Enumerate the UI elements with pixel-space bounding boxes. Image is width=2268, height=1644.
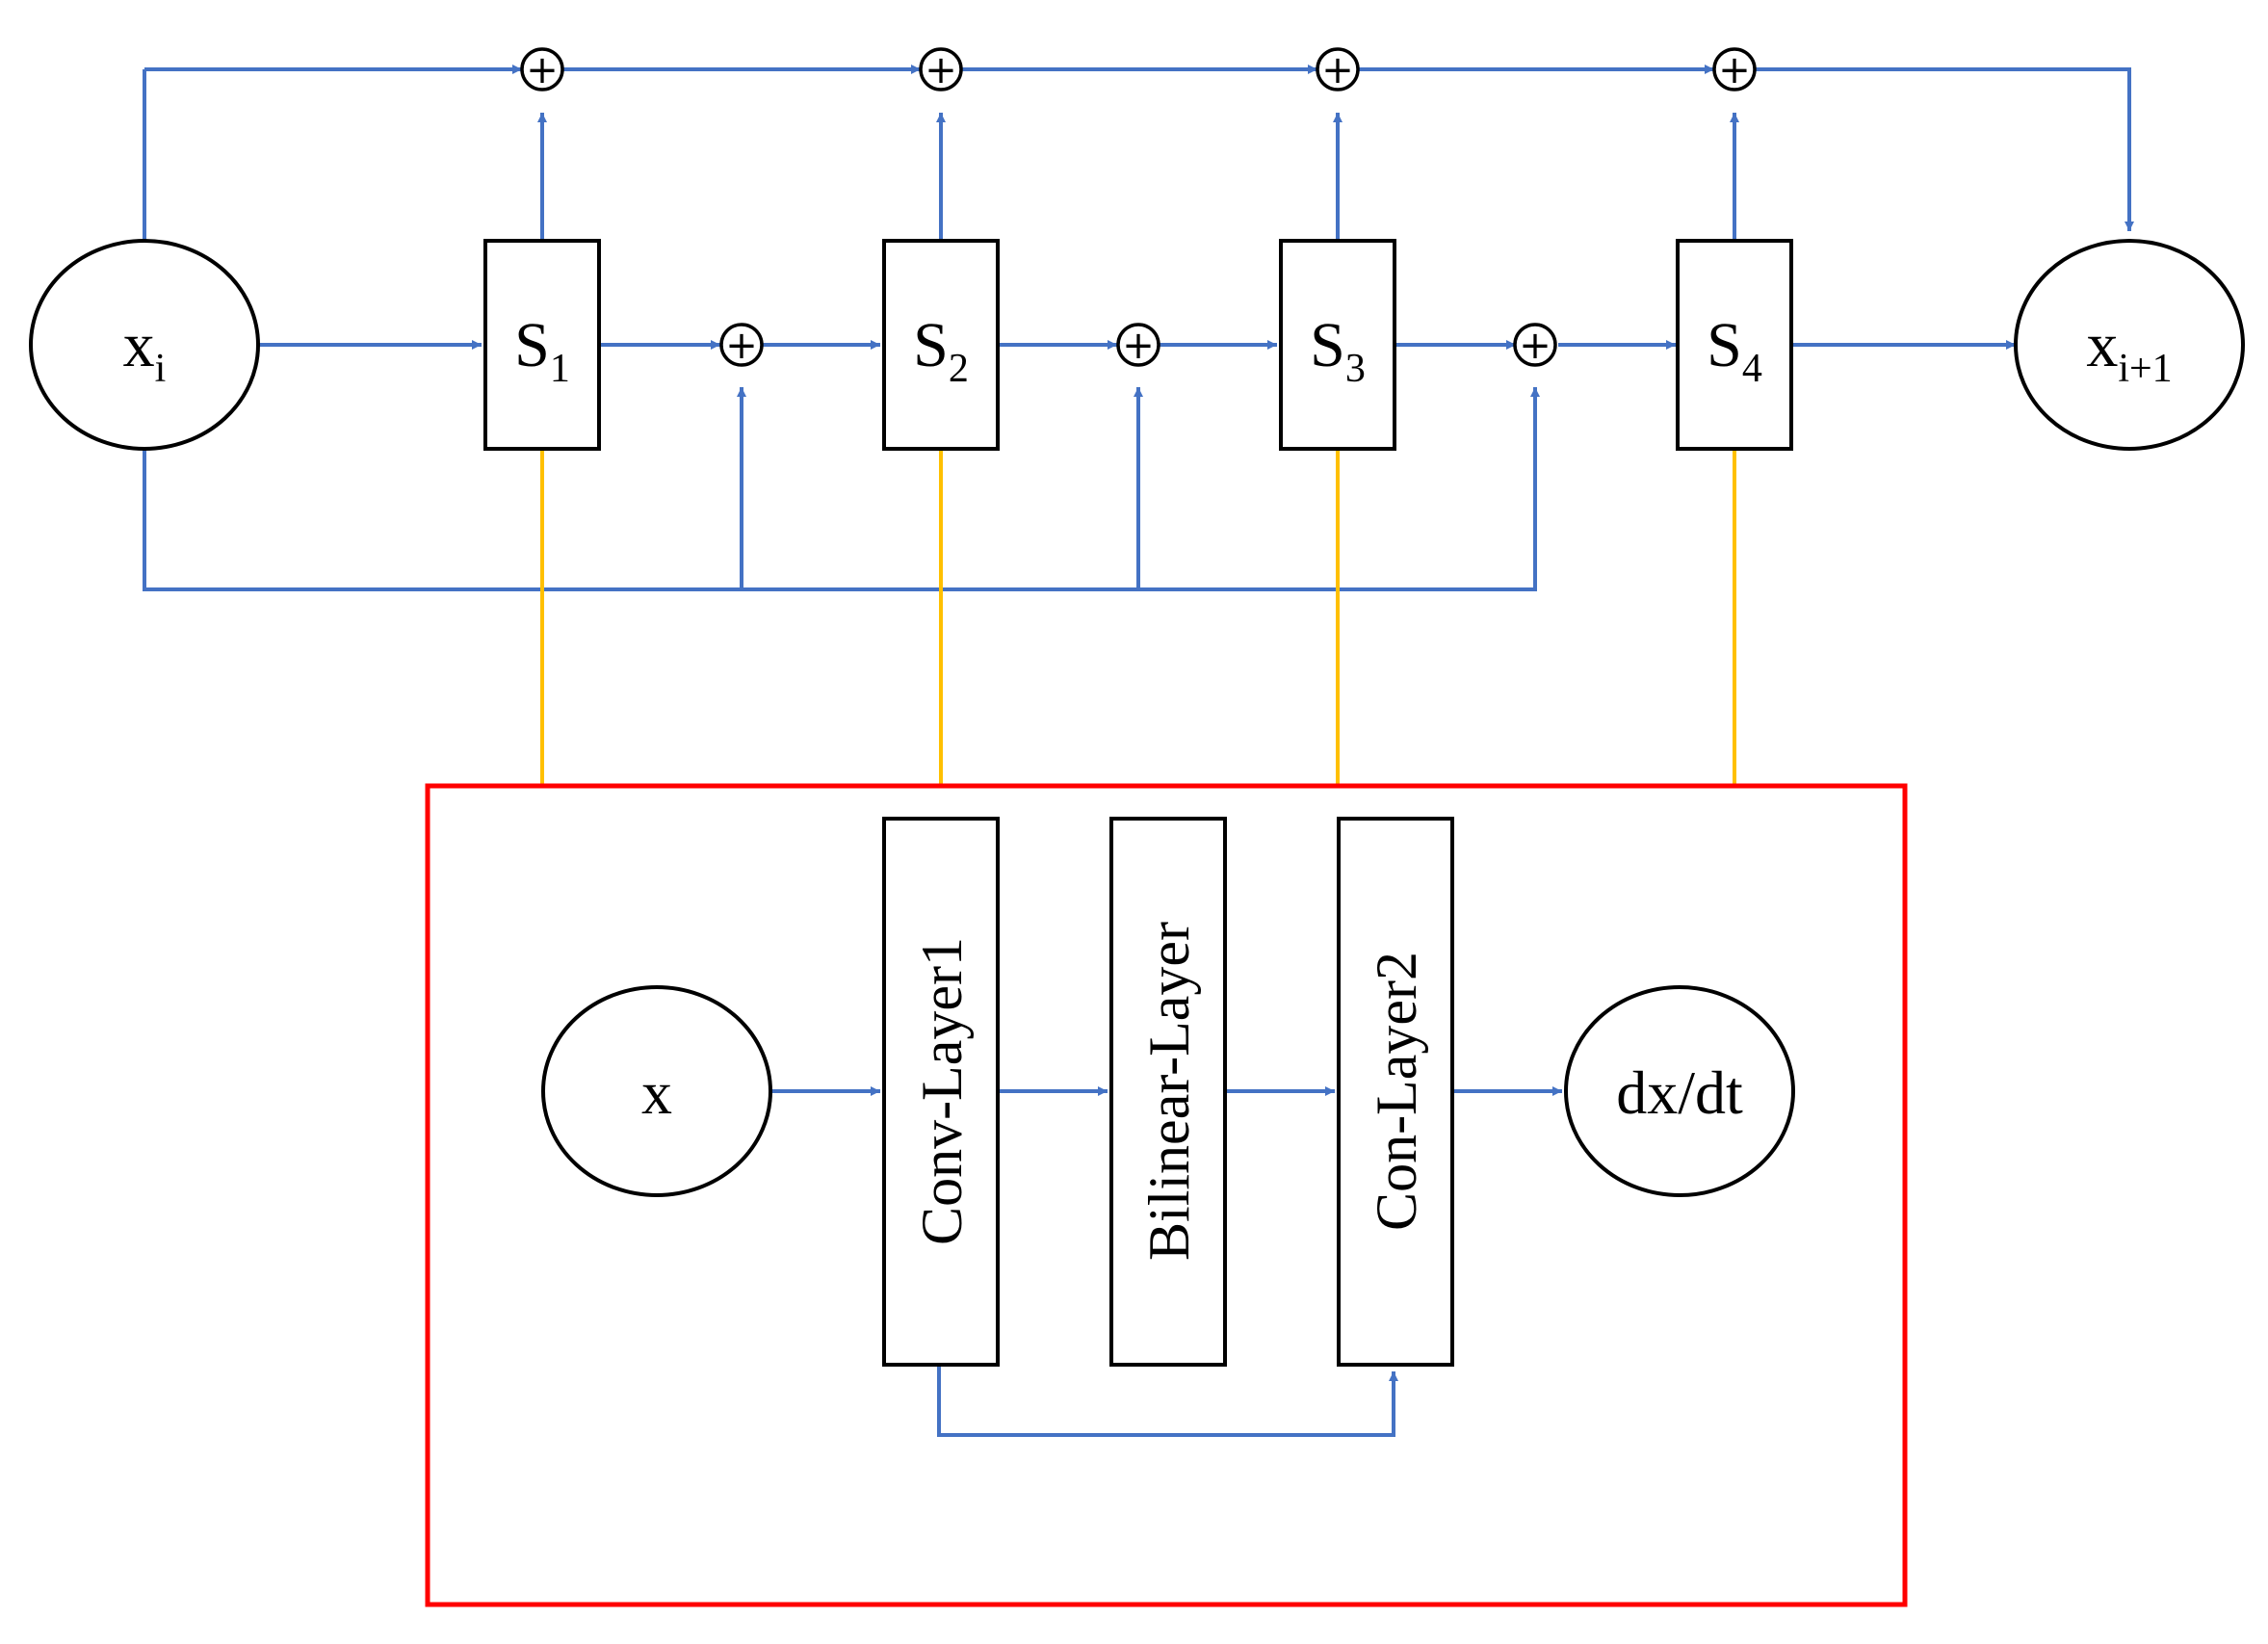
- sum-node-top-3: +: [1316, 47, 1360, 92]
- inner-input-label: x: [641, 1058, 672, 1127]
- stage-s4-subscript: 4: [1742, 347, 1762, 391]
- stage-s1-base: S: [514, 310, 550, 380]
- conv1-skip-to-con2: [937, 1365, 1398, 1437]
- layer-box-conv1: Conv-Layer1: [882, 817, 1000, 1367]
- blue-connectors: [143, 65, 2134, 1437]
- outer-output-subscript: i+1: [2118, 347, 2172, 391]
- stage-box-s2: S2: [882, 239, 1000, 451]
- outer-output-base: x: [2086, 310, 2118, 380]
- sum-node-mid-2: +: [1116, 323, 1160, 368]
- svg-text:S4: S4: [1707, 310, 1762, 391]
- svg-text:S2: S2: [913, 310, 969, 391]
- layer-box-con2: Con-Layer2: [1337, 817, 1454, 1367]
- stage-s1-subscript: 1: [550, 347, 570, 391]
- stage-box-s3: S3: [1279, 239, 1396, 451]
- sum-node-mid-3: +: [1513, 323, 1557, 368]
- outer-output-node: xi+1: [2014, 239, 2245, 451]
- stage-box-s1: S1: [483, 239, 601, 451]
- sum-symbol: +: [1122, 324, 1155, 368]
- sum-symbol: +: [1519, 324, 1551, 368]
- sum-node-mid-1: +: [719, 323, 764, 368]
- stage-links: [540, 449, 1736, 786]
- sum-node-top-1: +: [520, 47, 564, 92]
- inner-input-node: x: [541, 985, 772, 1197]
- layer-label-conv1: Conv-Layer1: [910, 937, 974, 1245]
- svg-text:xi: xi: [123, 310, 167, 391]
- sum-symbol: +: [725, 324, 758, 368]
- sum-symbol: +: [526, 48, 559, 92]
- stage-box-s4: S4: [1676, 239, 1793, 451]
- top-rail-to-output: [1755, 67, 2134, 231]
- stage-s3-subscript: 3: [1345, 347, 1366, 391]
- svg-text:S3: S3: [1310, 310, 1366, 391]
- stage-s3-base: S: [1310, 310, 1345, 380]
- stage-s4-base: S: [1707, 310, 1742, 380]
- svg-text:S1: S1: [514, 310, 570, 391]
- sum-node-top-4: +: [1712, 47, 1757, 92]
- sum-symbol: +: [1718, 48, 1751, 92]
- sum-junctions: + + + + + + +: [520, 47, 1757, 368]
- layer-box-bilinear: Bilinear-Layer: [1109, 817, 1227, 1367]
- sum-node-top-2: +: [919, 47, 963, 92]
- layer-label-bilinear: Bilinear-Layer: [1137, 922, 1201, 1261]
- stage-s2-subscript: 2: [949, 347, 969, 391]
- outer-input-subscript: i: [155, 347, 167, 391]
- bottom-rail: [143, 387, 1540, 591]
- sum-symbol: +: [1321, 48, 1354, 92]
- outer-input-base: x: [123, 310, 155, 380]
- outer-input-node: xi: [29, 239, 260, 451]
- inner-output-label: dx/dt: [1616, 1058, 1743, 1127]
- inner-output-node: dx/dt: [1564, 985, 1795, 1197]
- svg-text:xi+1: xi+1: [2086, 310, 2172, 391]
- sum-symbol: +: [925, 48, 957, 92]
- inner-frame: [425, 783, 1908, 1607]
- stage-s2-base: S: [913, 310, 949, 380]
- layer-label-con2: Con-Layer2: [1365, 952, 1428, 1231]
